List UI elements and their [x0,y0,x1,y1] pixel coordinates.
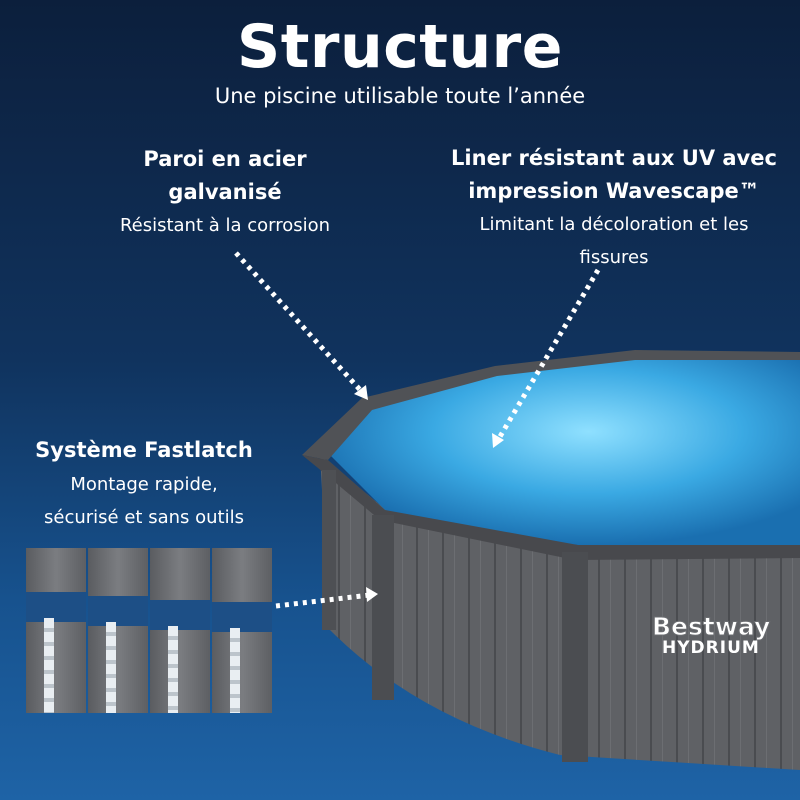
brand-name: Bestway [651,612,771,642]
pool-post [322,470,336,630]
pool-water [330,356,800,545]
feature-title: Système Fastlatch [35,438,253,462]
step-photo [88,548,148,713]
feature-description: fissures [579,247,649,268]
pool-post [372,515,394,700]
feature-description: Montage rapide, [70,474,218,495]
feature-description: Limitant la décoloration et les [479,214,749,235]
feature-fastlatch: Système Fastlatch Montage rapide, sécuri… [10,432,278,534]
feature-description: Résistant à la corrosion [119,215,331,236]
feature-title: impression Wavescape™ [468,179,760,203]
feature-steel-wall: Paroi en acier galvanisé Résistant à la … [100,143,350,242]
feature-description: sécurisé et sans outils [44,507,244,528]
page-title: Structure [237,12,563,82]
step-photo [26,548,86,713]
feature-title: Liner résistant aux UV avec [451,146,777,170]
fastlatch-steps [26,548,272,713]
feature-title: Paroi en acier [143,147,307,171]
pointer-arrow [234,251,601,609]
step-photo [212,548,272,713]
feature-title: galvanisé [168,180,282,204]
pool-post [562,552,588,762]
brand-logo: Bestway HYDRIUM [651,612,771,659]
pool-wall [320,455,800,770]
page-subtitle: Une piscine utilisable toute l’année [214,84,586,108]
feature-uv-liner: Liner résistant aux UV avec impression W… [448,142,780,274]
step-photo [150,548,210,713]
arrow-head-icon [354,385,504,602]
product-name: HYDRIUM [662,638,760,658]
